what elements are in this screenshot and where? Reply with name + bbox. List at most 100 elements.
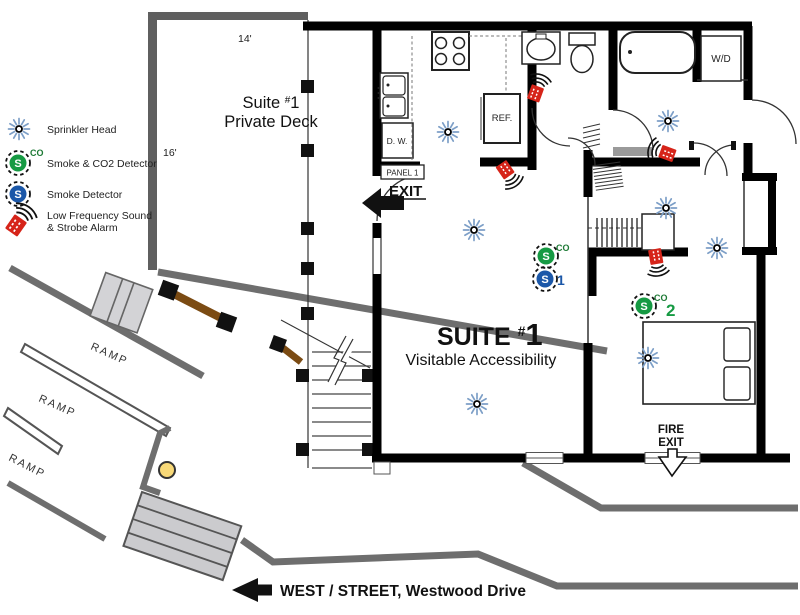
sprinkler-device — [705, 236, 729, 260]
deck-rail-left — [148, 12, 157, 270]
stair-break-line2 — [334, 338, 354, 386]
suite-title-block: SUITE #1 Visitable Accessibility — [406, 317, 557, 369]
fire-exit-arrow-icon — [657, 448, 688, 478]
detector-number-label: 2 — [666, 301, 675, 320]
refrigerator — [483, 93, 521, 144]
panel-label: PANEL 1 — [386, 169, 419, 178]
ramp-rail-middle — [19, 342, 172, 438]
fire-exit-sign: FIRE EXIT — [657, 424, 688, 478]
deck-rail-top — [148, 12, 308, 20]
street-sign: WEST / STREET, Westwood Drive — [232, 578, 526, 602]
outdoor-paths: RAMP RAMP RAMP — [2, 264, 798, 590]
dishwasher — [381, 122, 414, 159]
ramp-label-3: RAMP — [7, 452, 48, 481]
suite-title: SUITE #1 — [437, 317, 543, 352]
sprinkler-icon — [465, 392, 489, 416]
exit-sign: EXIT — [362, 183, 426, 218]
street-arrow-icon — [232, 578, 272, 602]
sprinkler-device — [462, 218, 486, 242]
co-superscript-label: CO — [556, 243, 570, 253]
ramp-rail-bottom — [6, 480, 107, 542]
toilet — [568, 32, 596, 74]
alcove-walls — [742, 173, 777, 255]
detector-number-label: 1 — [557, 272, 565, 288]
smoke-co2-icon — [631, 293, 657, 319]
ramp-label-2: RAMP — [37, 393, 78, 420]
exit-arrow-icon — [362, 188, 404, 218]
striped-ramp — [122, 490, 243, 582]
closet-shelving — [592, 161, 624, 191]
legend-sprinkler-label: Sprinkler Head — [47, 124, 117, 136]
bedroom — [582, 123, 756, 405]
ramp-landing — [89, 271, 154, 334]
fire-exit-line2: EXIT — [658, 437, 684, 449]
sprinkler-icon — [436, 120, 460, 144]
french-door-right-arc — [704, 144, 736, 176]
bathtub — [619, 31, 696, 74]
smoke-icon — [532, 266, 558, 292]
strobe-device — [521, 70, 554, 106]
smoke-co2-icon — [533, 243, 559, 269]
legend-strobe-label-line2: & Strobe Alarm — [47, 222, 118, 234]
stair-handrail — [269, 335, 304, 365]
handrail — [157, 279, 238, 333]
smoke-co2-device: CO2 — [631, 293, 675, 320]
panel-box — [380, 164, 425, 180]
sprinkler-device — [465, 392, 489, 416]
refrigerator-label: REF. — [492, 113, 513, 124]
sprinkler-icon — [656, 109, 680, 133]
bed — [642, 321, 756, 405]
deck-width-dim: 14' — [238, 33, 252, 45]
deck-posts — [301, 80, 314, 320]
ramp-label-1: RAMP — [89, 341, 130, 368]
deck-height-dim: 16' — [163, 147, 177, 159]
co-superscript-label: CO — [654, 293, 668, 303]
stair-break-line1 — [327, 335, 347, 383]
washer-dryer — [700, 35, 742, 82]
sprinkler-device — [656, 109, 680, 133]
stove — [431, 31, 470, 71]
french-door-left-arc — [693, 142, 728, 177]
private-deck: 14' 16' Suite #1 Private Deck — [148, 12, 319, 468]
legend-sprinkler-icon — [7, 117, 31, 141]
side-door-arc — [751, 99, 797, 145]
dishwasher-label: D. W. — [387, 136, 408, 146]
exterior-light — [158, 461, 176, 479]
bathroom: W/D — [521, 31, 742, 156]
bath-door-arc — [531, 107, 571, 147]
pillow — [723, 366, 751, 401]
pillow — [723, 327, 751, 362]
legend-strobe-label-line1: Low Frequency Sound — [47, 210, 152, 222]
kitchen: D. W. REF. PANEL 1 — [377, 31, 528, 180]
washer-dryer-label: W/D — [711, 54, 730, 65]
stair-posts — [296, 369, 375, 456]
deck-title-line2: Private Deck — [224, 113, 318, 131]
legend-smoke-co2-icon — [5, 150, 31, 176]
sprinkler-icon — [705, 236, 729, 260]
street-path — [239, 537, 798, 590]
stair-treads — [312, 351, 372, 469]
tubroom-door-arc — [612, 109, 654, 151]
ramp-corner — [139, 425, 172, 496]
smoke-device: 1 — [532, 266, 565, 292]
deck-title-line1: Suite #1 — [243, 94, 300, 112]
legend-smoke-label: Smoke Detector — [47, 189, 123, 201]
sprinkler-device — [436, 120, 460, 144]
suite-subtitle: Visitable Accessibility — [406, 352, 557, 369]
street-label: WEST / STREET, Westwood Drive — [280, 583, 526, 600]
entry-door-arc — [567, 137, 596, 166]
legend-strobe-icon — [0, 198, 41, 241]
sidewalk-path — [521, 459, 798, 512]
dresser — [641, 213, 675, 251]
closet-hangers — [588, 218, 650, 247]
fire-exit-line1: FIRE — [658, 424, 685, 436]
stair-rail-line — [280, 319, 371, 369]
legend-smoke-co2-label: Smoke & CO2 Detector — [47, 158, 157, 170]
vent-hatch — [582, 123, 601, 149]
exit-label: EXIT — [389, 183, 422, 200]
walkway-rail — [157, 268, 608, 355]
wall-notch — [373, 461, 391, 475]
